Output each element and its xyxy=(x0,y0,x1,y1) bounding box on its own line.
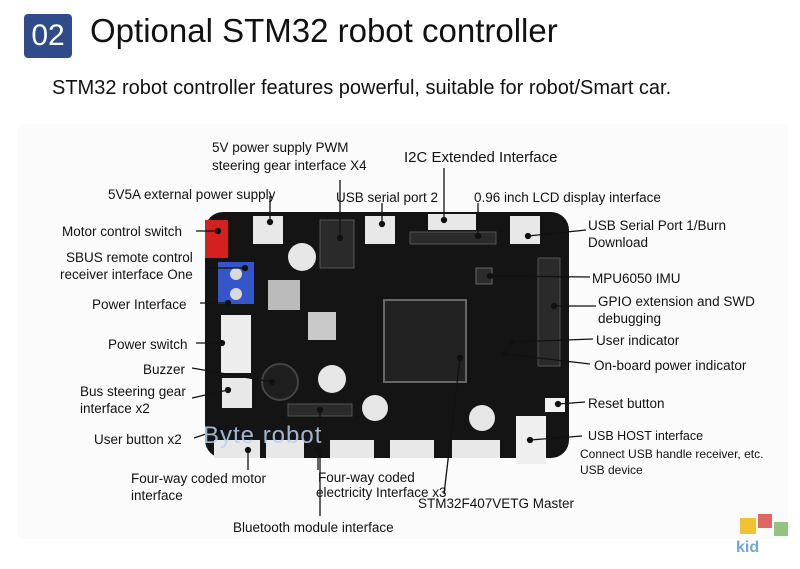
label-user-button: User button x2 xyxy=(94,432,182,447)
brand-logo: kid xyxy=(736,514,788,556)
capacitor-2 xyxy=(318,365,346,393)
section-number-badge: 02 xyxy=(24,14,72,58)
top-pin-header xyxy=(409,231,497,245)
label-bus-gear-line2: interface x2 xyxy=(80,401,150,416)
label-user-indicator: User indicator xyxy=(596,333,680,348)
leader-lines xyxy=(191,168,596,516)
label-usb-host-line2: Connect USB handle receiver, etc. xyxy=(580,447,764,461)
capacitor-1 xyxy=(288,243,316,271)
bus-gear-connector xyxy=(222,378,252,408)
label-buzzer: Buzzer xyxy=(143,362,186,377)
label-pwm-line1: 5V power supply PWM xyxy=(212,140,349,155)
label-usb-host: USB HOST interface xyxy=(588,429,704,443)
label-ext-power: 5V5A external power supply xyxy=(108,187,276,202)
inductor-1 xyxy=(268,280,300,310)
motor-switch-part xyxy=(205,220,228,258)
page-subtitle: STM32 robot controller features powerful… xyxy=(52,77,672,99)
i2c-connector xyxy=(428,214,476,230)
motor-connector-2 xyxy=(266,440,304,458)
label-bus-gear-line1: Bus steering gear xyxy=(80,384,186,399)
pwm-pins xyxy=(319,219,355,269)
label-gpio-line2: debugging xyxy=(598,311,662,326)
label-onboard-power: On-board power indicator xyxy=(594,358,747,373)
elec-connector-3 xyxy=(452,440,500,458)
label-elec-iface-line2: electricity Interface x3 xyxy=(316,485,447,500)
label-lcd: 0.96 inch LCD display interface xyxy=(474,190,661,205)
usb-connector-3 xyxy=(510,216,540,244)
label-sbus-line1: SBUS remote control xyxy=(66,250,193,265)
label-mpu: MPU6050 IMU xyxy=(592,271,681,286)
power-switch-part xyxy=(221,315,251,373)
label-bluetooth: Bluetooth module interface xyxy=(233,520,394,535)
label-sbus-line2: receiver interface One xyxy=(60,267,193,282)
label-usb-serial-1-line2: Download xyxy=(588,235,649,250)
label-power-switch: Power switch xyxy=(108,337,188,352)
buzzer-part xyxy=(261,363,299,401)
mcu-chip xyxy=(383,299,467,383)
label-pwm-line2: steering gear interface X4 xyxy=(212,158,367,173)
elec-connector-1 xyxy=(330,440,374,458)
label-motor-switch: Motor control switch xyxy=(62,224,183,239)
inductor-2 xyxy=(308,312,336,340)
capacitor-4 xyxy=(469,405,495,431)
label-reset: Reset button xyxy=(588,396,665,411)
label-i2c: I2C Extended Interface xyxy=(404,149,558,166)
reset-button-part xyxy=(545,398,565,412)
gpio-pin-header xyxy=(537,257,561,367)
label-usb-serial-1-line1: USB Serial Port 1/Burn xyxy=(588,218,727,233)
page-title: Optional STM32 robot controller xyxy=(90,12,558,49)
label-usb-serial-2: USB serial port 2 xyxy=(336,190,439,205)
label-elec-iface-line1: Four-way coded xyxy=(318,470,415,485)
logo-text: kid xyxy=(736,539,759,556)
elec-connector-2 xyxy=(390,440,434,458)
capacitor-3 xyxy=(362,395,388,421)
label-master: STM32F407VETG Master xyxy=(418,496,575,511)
usb-connector-2 xyxy=(365,216,395,244)
label-usb-host-line3: USB device xyxy=(580,463,643,477)
label-motor-iface-line2: interface xyxy=(131,488,183,503)
label-motor-iface-line1: Four-way coded motor xyxy=(131,471,267,486)
watermark-text: Byte robot xyxy=(203,422,323,449)
label-gpio-line1: GPIO extension and SWD xyxy=(598,294,755,309)
label-power-interface: Power Interface xyxy=(92,297,187,312)
